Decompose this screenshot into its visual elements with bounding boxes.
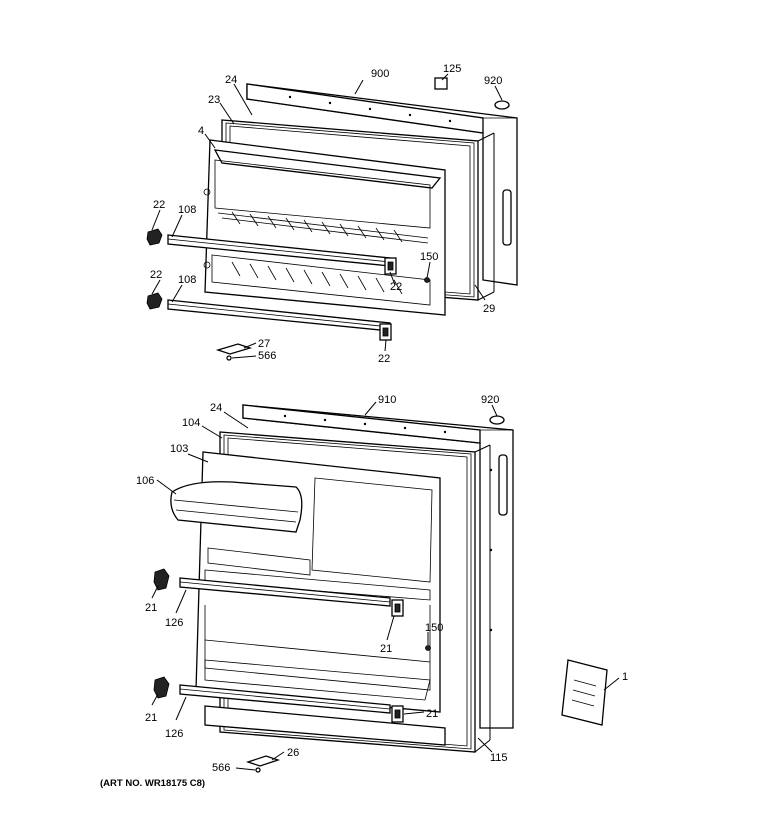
callout-566: 566 — [258, 350, 276, 362]
freezer-plug[interactable] — [494, 100, 510, 110]
callout-27: 27 — [258, 338, 270, 350]
callout-21-d: 21 — [426, 708, 438, 720]
freezer-stud-left-lower[interactable] — [146, 292, 163, 310]
callout-22-c: 22 — [390, 281, 402, 293]
freezer-leader-lines — [151, 73, 503, 359]
callout-910: 910 — [378, 394, 396, 406]
callout-108-b: 108 — [178, 274, 196, 286]
callout-21-c: 21 — [145, 712, 157, 724]
fresh-food-stud-right-upper[interactable] — [391, 599, 404, 617]
callout-150-lower: 150 — [425, 622, 443, 634]
fresh-food-door-shelf[interactable] — [170, 481, 303, 533]
callout-23: 23 — [208, 94, 220, 106]
freezer-door-screw-holes — [288, 95, 452, 123]
fresh-food-cap[interactable] — [425, 645, 431, 651]
callout-108-a: 108 — [178, 204, 196, 216]
freezer-stud-left-upper[interactable] — [146, 228, 163, 246]
fresh-food-plug[interactable] — [489, 415, 505, 425]
freezer-door-panel — [246, 83, 518, 286]
freezer-hinge-pin[interactable] — [215, 343, 253, 355]
fresh-food-bottom-rail — [204, 705, 446, 746]
fresh-food-leader-lines — [151, 401, 620, 771]
callout-104: 104 — [182, 417, 200, 429]
fresh-food-door-panel — [242, 404, 514, 729]
fresh-food-stud-right-lower[interactable] — [391, 705, 404, 723]
fresh-food-door-bar-upper[interactable] — [179, 577, 391, 607]
callout-126-b: 126 — [165, 728, 183, 740]
callout-1: 1 — [622, 671, 628, 683]
callout-920-lower: 920 — [481, 394, 499, 406]
callout-4: 4 — [198, 125, 204, 137]
callout-24-lower: 24 — [210, 402, 222, 414]
callout-21-b: 21 — [380, 643, 392, 655]
art-number: (ART NO. WR18175 C8) — [100, 778, 205, 789]
freezer-callouts: 900 125 920 24 23 4 22 108 22 108 150 22… — [150, 63, 502, 365]
callout-126-a: 126 — [165, 617, 183, 629]
callout-115: 115 — [490, 752, 508, 764]
freezer-pad[interactable] — [434, 77, 448, 90]
freezer-stud-right-lower[interactable] — [379, 323, 392, 341]
callout-566-lower: 566 — [212, 762, 230, 774]
callout-29: 29 — [483, 303, 495, 315]
freezer-stud-right-upper[interactable] — [384, 257, 397, 275]
callout-24: 24 — [225, 74, 237, 86]
fresh-food-door-assembly: 910 920 24 104 103 106 21 126 150 21 21 … — [136, 394, 628, 774]
fresh-food-hinge-pin[interactable] — [245, 755, 281, 767]
callout-900: 900 — [371, 68, 389, 80]
callout-22-d: 22 — [378, 353, 390, 365]
callout-22-b: 22 — [150, 269, 162, 281]
fresh-food-stud-left-upper[interactable] — [153, 568, 170, 591]
freezer-cap[interactable] — [424, 277, 430, 283]
callout-103: 103 — [170, 443, 188, 455]
freezer-shelf-grille-2 — [231, 261, 403, 295]
fresh-food-hinge-screw[interactable] — [255, 767, 261, 773]
freezer-hinge-screw[interactable] — [226, 355, 232, 361]
fresh-food-callouts: 910 920 24 104 103 106 21 126 150 21 21 … — [136, 394, 628, 774]
freezer-door-assembly: 900 125 920 24 23 4 22 108 22 108 150 22… — [146, 63, 518, 365]
freezer-door-liner — [203, 139, 446, 316]
fresh-food-stud-left-lower[interactable] — [153, 676, 170, 699]
callout-22-a: 22 — [153, 199, 165, 211]
use-and-care-manual[interactable] — [561, 659, 608, 726]
freezer-shelf-grille-1 — [231, 211, 403, 243]
fresh-food-door-bar-lower[interactable] — [179, 684, 391, 714]
callout-125: 125 — [443, 63, 461, 75]
callout-920: 920 — [484, 75, 502, 87]
callout-106: 106 — [136, 475, 154, 487]
callout-150: 150 — [420, 251, 438, 263]
callout-26: 26 — [287, 747, 299, 759]
callout-21-a: 21 — [145, 602, 157, 614]
